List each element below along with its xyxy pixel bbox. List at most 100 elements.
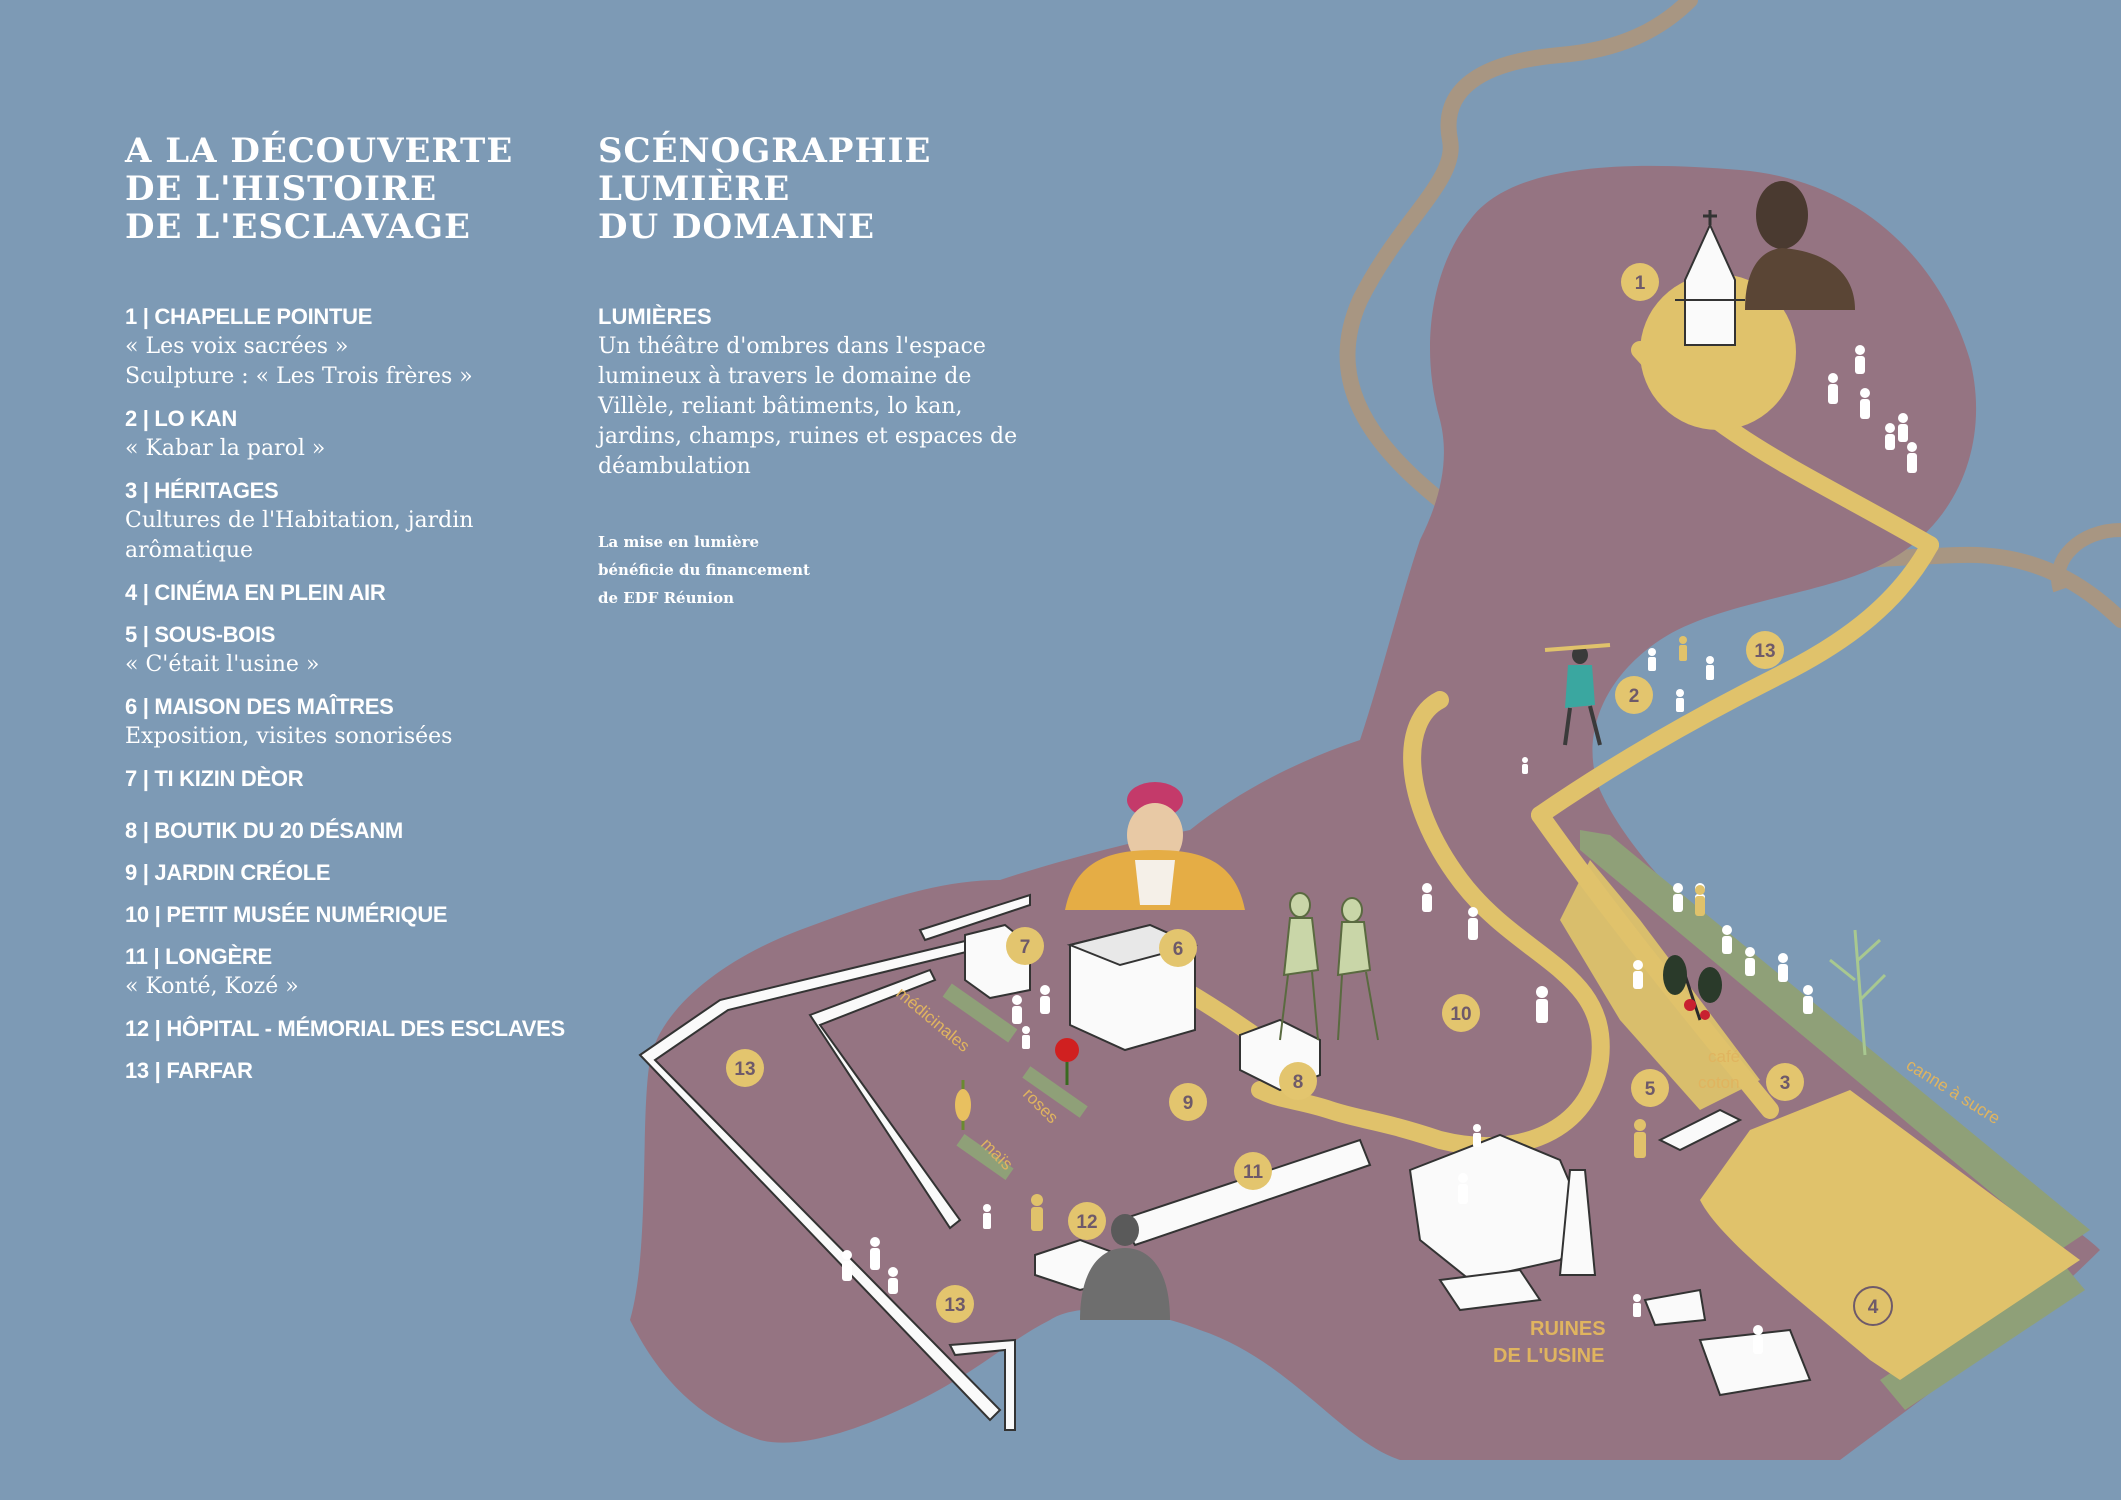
lumieres-section: LUMIÈRES Un théâtre d'ombres dans l'espa… — [598, 302, 1038, 612]
marker-1[interactable]: 1 — [1621, 263, 1659, 301]
lo-kan-figure-icon — [1544, 643, 1611, 746]
marker-4[interactable]: 4 — [1853, 1286, 1893, 1326]
lumieres-body-line: déambulation — [598, 454, 751, 479]
heading-line: DE L'ESCLAVAGE — [125, 207, 471, 247]
marker-10[interactable]: 10 — [1442, 994, 1480, 1032]
svg-text:13: 13 — [734, 1059, 755, 1080]
heading-line: DU DOMAINE — [598, 207, 875, 247]
domain-terrain — [630, 165, 2100, 1460]
map-markers: 1 2 3 4 5 6 7 8 9 10 11 12 13 13 13 — [726, 263, 1893, 1326]
svg-text:4: 4 — [1868, 1297, 1879, 1318]
legend-item-title: 9 | JARDIN CRÉOLE — [125, 860, 331, 885]
legend-item-title: 5 | SOUS-BOIS — [125, 622, 276, 647]
legend-item-title: 1 | CHAPELLE POINTUE — [125, 304, 373, 329]
coffee-plant-icon — [1663, 955, 1722, 1021]
marker-13b[interactable]: 13 — [726, 1049, 764, 1087]
legend-item-title: 10 | PETIT MUSÉE NUMÉRIQUE — [125, 902, 448, 927]
svg-text:7: 7 — [1020, 937, 1031, 958]
legend-item[interactable]: 7 | TI KIZIN DÈOR — [125, 764, 565, 794]
label-cafe: café — [1708, 1047, 1740, 1066]
legend-item[interactable]: 10 | PETIT MUSÉE NUMÉRIQUE — [125, 900, 565, 930]
chapel-icon — [1675, 210, 1745, 346]
flower-icon — [1055, 1038, 1079, 1085]
river — [1339, 0, 2121, 628]
legend-item-title: 12 | HÔPITAL - MÉMORIAL DES ESCLAVES — [125, 1016, 565, 1041]
heading-line: A LA DÉCOUVERTE — [125, 131, 514, 171]
label-coton: coton — [1698, 1073, 1740, 1092]
lumieres-title: LUMIÈRES — [598, 304, 712, 329]
legend-item-desc: « Les voix sacrées » — [125, 334, 349, 359]
chapel-plaza — [1640, 274, 1796, 430]
legend-item-title: 6 | MAISON DES MAÎTRES — [125, 694, 394, 719]
legend-item-title: 2 | LO KAN — [125, 406, 237, 431]
legend-item[interactable]: 8 | BOUTIK DU 20 DÉSANM — [125, 816, 565, 846]
usine-chimney — [1558, 1169, 1597, 1276]
legend-item-title: 13 | FARFAR — [125, 1058, 253, 1083]
legend-item[interactable]: 12 | HÔPITAL - MÉMORIAL DES ESCLAVES — [125, 1014, 565, 1044]
legend-item-title: 3 | HÉRITAGES — [125, 478, 279, 503]
torso-statue-icon — [1080, 1214, 1170, 1320]
legend-item[interactable]: 6 | MAISON DES MAÎTRES Exposition, visit… — [125, 692, 565, 752]
marker-7[interactable]: 7 — [1006, 927, 1044, 965]
lumieres-body-line: lumineux à travers le domaine de — [598, 364, 972, 389]
svg-text:6: 6 — [1173, 939, 1184, 960]
legend-item[interactable]: 11 | LONGÈRE « Konté, Kozé » — [125, 942, 565, 1002]
marker-8[interactable]: 8 — [1279, 1062, 1317, 1100]
marker-12[interactable]: 12 — [1068, 1202, 1106, 1240]
dancers-icon — [1279, 892, 1379, 1041]
svg-text:5: 5 — [1645, 1079, 1656, 1100]
paths — [1166, 341, 1939, 1156]
svg-text:10: 10 — [1450, 1004, 1471, 1025]
funding-note-line: de EDF Réunion — [598, 589, 734, 607]
marker-5[interactable]: 5 — [1631, 1069, 1669, 1107]
legend-item-desc: « Konté, Kozé » — [125, 974, 299, 999]
legend-item-desc: arômatique — [125, 538, 254, 563]
legend-item[interactable]: 1 | CHAPELLE POINTUE « Les voix sacrées … — [125, 302, 565, 392]
heading-line: SCÉNOGRAPHIE — [598, 131, 932, 171]
legend-item[interactable]: 9 | JARDIN CRÉOLE — [125, 858, 565, 888]
legend-item-title: 8 | BOUTIK DU 20 DÉSANM — [125, 818, 403, 843]
legend-item[interactable]: 3 | HÉRITAGES Cultures de l'Habitation, … — [125, 476, 565, 566]
marker-13c[interactable]: 13 — [936, 1285, 974, 1323]
bust-sculpture-icon — [1745, 181, 1855, 310]
svg-text:12: 12 — [1076, 1212, 1097, 1233]
svg-text:8: 8 — [1293, 1072, 1304, 1093]
legend-item-desc: Sculpture : « Les Trois frères » — [125, 364, 473, 389]
svg-text:3: 3 — [1780, 1073, 1791, 1094]
legend-item[interactable]: 2 | LO KAN « Kabar la parol » — [125, 404, 565, 464]
marker-3[interactable]: 3 — [1766, 1063, 1804, 1101]
portrait-bust-icon — [1065, 782, 1245, 910]
legend-item-desc: Exposition, visites sonorisées — [125, 724, 453, 749]
funding-note: La mise en lumière bénéficie du financem… — [598, 528, 1038, 612]
svg-text:2: 2 — [1629, 686, 1640, 707]
cane-plant-icon — [1829, 929, 1887, 1056]
legend-item-desc: « Kabar la parol » — [125, 436, 326, 461]
heading-line: LUMIÈRE — [598, 169, 791, 209]
funding-note-line: bénéficie du financement — [598, 561, 810, 579]
legend-item-desc: Cultures de l'Habitation, jardin — [125, 508, 474, 533]
legend-item[interactable]: 5 | SOUS-BOIS « C'était l'usine » — [125, 620, 565, 680]
legend-item[interactable]: 4 | CINÉMA EN PLEIN AIR — [125, 578, 565, 608]
legend-item-desc: « C'était l'usine » — [125, 652, 320, 677]
legend-item-title: 4 | CINÉMA EN PLEIN AIR — [125, 580, 386, 605]
label-ruines-2: DE L'USINE — [1493, 1345, 1604, 1367]
legend-item-title: 11 | LONGÈRE — [125, 944, 272, 969]
svg-text:13: 13 — [944, 1295, 965, 1316]
garden-strip-mais — [956, 1134, 1014, 1180]
garden-strip-medicinales — [942, 983, 1018, 1043]
svg-text:9: 9 — [1183, 1093, 1194, 1114]
lumieres-body-line: Un théâtre d'ombres dans l'espace — [598, 334, 986, 359]
legend-item[interactable]: 13 | FARFAR — [125, 1056, 565, 1086]
marker-11[interactable]: 11 — [1234, 1152, 1272, 1190]
plant-icon — [955, 1080, 971, 1130]
marker-9[interactable]: 9 — [1169, 1083, 1207, 1121]
svg-text:1: 1 — [1635, 273, 1646, 294]
marker-6[interactable]: 6 — [1159, 929, 1197, 967]
field-cinema — [1700, 1090, 2080, 1380]
marker-2[interactable]: 2 — [1615, 676, 1653, 714]
lumieres-body-line: Villèle, reliant bâtiments, lo kan, — [598, 394, 963, 419]
marker-13a[interactable]: 13 — [1746, 631, 1784, 669]
funding-note-line: La mise en lumière — [598, 533, 760, 551]
field-canne — [1580, 830, 2090, 1250]
